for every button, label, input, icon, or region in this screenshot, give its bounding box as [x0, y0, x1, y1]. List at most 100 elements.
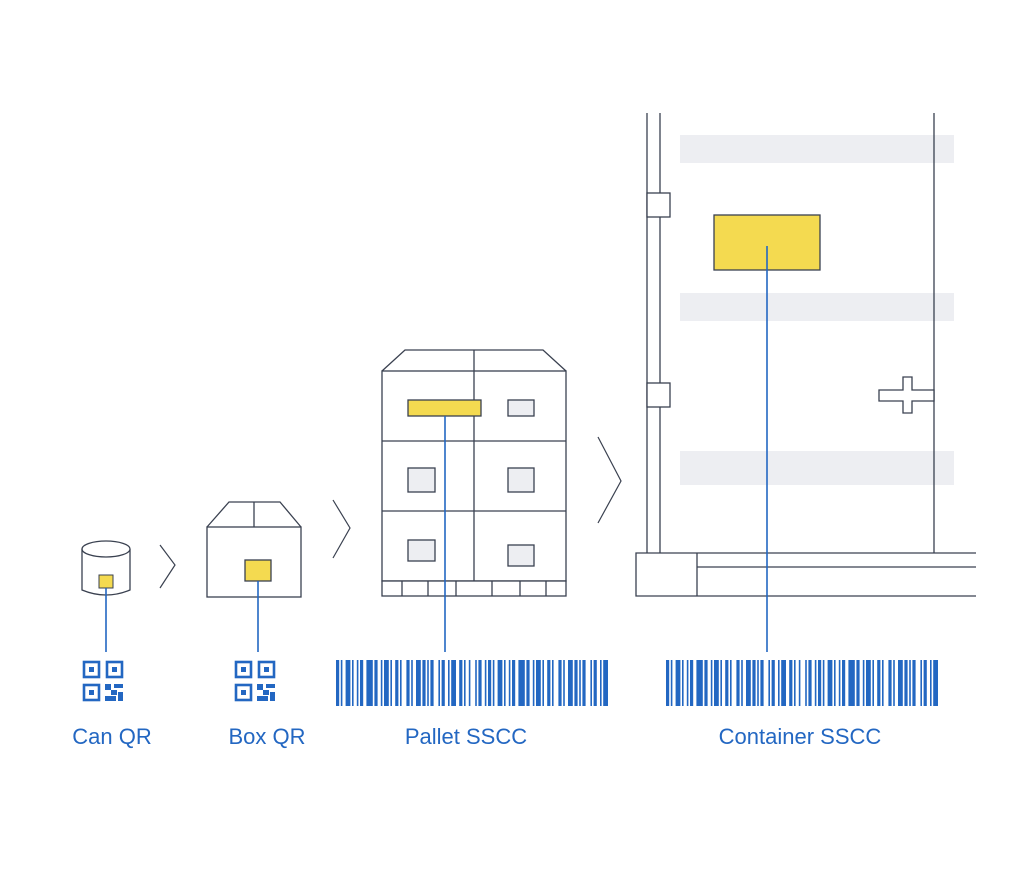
barcode-bar [438, 660, 440, 706]
barcode-bar [909, 660, 911, 706]
barcode-bar [805, 660, 807, 706]
barcode-bar [866, 660, 871, 706]
barcode-bar [771, 660, 775, 706]
barcode-bar [877, 660, 881, 706]
barcode-bar [920, 660, 922, 706]
barcode-bar [912, 660, 916, 706]
barcode-bar [459, 660, 463, 706]
barcode-bar [741, 660, 743, 706]
barcode-bar [603, 660, 608, 706]
barcode-bar [848, 660, 855, 706]
barcode-bar [384, 660, 389, 706]
barcode-bar [464, 660, 466, 706]
barcode-bar [492, 660, 495, 706]
barcode-bar [746, 660, 751, 706]
can-icon [81, 540, 131, 596]
barcode-bar [356, 660, 359, 706]
barcode-bar [736, 660, 740, 706]
barcode-bar [574, 660, 578, 706]
box-icon [206, 501, 302, 598]
barcode-icon [666, 660, 938, 706]
barcode-bar [666, 660, 670, 706]
barcode-bar [794, 660, 796, 706]
qr-code-icon [82, 660, 124, 702]
barcode-bar [872, 660, 874, 706]
barcode-bar [441, 660, 445, 706]
barcode-bar [930, 660, 932, 706]
can-qr-label: Can QR [72, 724, 152, 749]
barcode-bar [345, 660, 351, 706]
barcode-bar [448, 660, 450, 706]
box-qr-label: Box QR [228, 724, 306, 749]
barcode-bar [422, 660, 426, 706]
barcode-bar [675, 660, 681, 706]
barcode-bar [336, 660, 340, 706]
barcode-bar [842, 660, 846, 706]
barcode-bar [427, 660, 429, 706]
pallet-icon [381, 349, 567, 597]
barcode-bar [834, 660, 836, 706]
barcode-bar [714, 660, 719, 706]
barcode-bar [552, 660, 554, 706]
barcode-bar [532, 660, 535, 706]
barcode-bar [411, 660, 413, 706]
barcode-bar [730, 660, 732, 706]
barcode-bar [814, 660, 817, 706]
barcode-bar [720, 660, 722, 706]
barcode-bar [380, 660, 383, 706]
barcode-bar [340, 660, 343, 706]
barcode-bar [862, 660, 865, 706]
barcode-bar [827, 660, 833, 706]
barcode-bar [888, 660, 892, 706]
barcode-bar [579, 660, 581, 706]
barcode-bar [430, 660, 434, 706]
barcode-bar [366, 660, 373, 706]
barcode-bar [526, 660, 530, 706]
barcode-bar [542, 660, 544, 706]
barcode-bar [781, 660, 786, 706]
barcode-icon [336, 660, 608, 706]
barcode-bar [856, 660, 860, 706]
barcode-bar [933, 660, 938, 706]
barcode-bar [696, 660, 703, 706]
barcode-bar [904, 660, 908, 706]
barcode-bar [682, 660, 684, 706]
barcode-bar [468, 660, 471, 706]
barcode-bar [406, 660, 410, 706]
barcode-bar [352, 660, 354, 706]
barcode-bar [789, 660, 793, 706]
barcode-bar [504, 660, 506, 706]
barcode-bar [704, 660, 708, 706]
barcode-bar [568, 660, 573, 706]
barcode-bar [752, 660, 756, 706]
chevron-right-icon [332, 499, 351, 559]
barcode-bar [582, 660, 586, 706]
barcode-bar [400, 660, 402, 706]
barcode-bar [686, 660, 689, 706]
barcode-bar [508, 660, 511, 706]
barcode-bar [778, 660, 780, 706]
barcode-bar [558, 660, 562, 706]
barcode-bar [893, 660, 895, 706]
barcode-bar [488, 660, 492, 706]
barcode-bar [670, 660, 673, 706]
barcode-bar [563, 660, 565, 706]
barcode-bar [710, 660, 713, 706]
barcode-bar [600, 660, 602, 706]
barcode-bar [808, 660, 812, 706]
barcode-bar [451, 660, 456, 706]
barcode-bar [518, 660, 525, 706]
barcode-bar [497, 660, 503, 706]
barcode-bar [395, 660, 399, 706]
pallet-sscc-label: Pallet SSCC [404, 724, 528, 749]
barcode-bar [923, 660, 927, 706]
chevron-right-icon [159, 544, 176, 589]
barcode-bar [768, 660, 770, 706]
barcode-bar [390, 660, 392, 706]
barcode-bar [838, 660, 841, 706]
barcode-bar [798, 660, 801, 706]
barcode-bar [760, 660, 764, 706]
barcode-bar [898, 660, 903, 706]
barcode-bar [822, 660, 825, 706]
barcode-bar [475, 660, 477, 706]
